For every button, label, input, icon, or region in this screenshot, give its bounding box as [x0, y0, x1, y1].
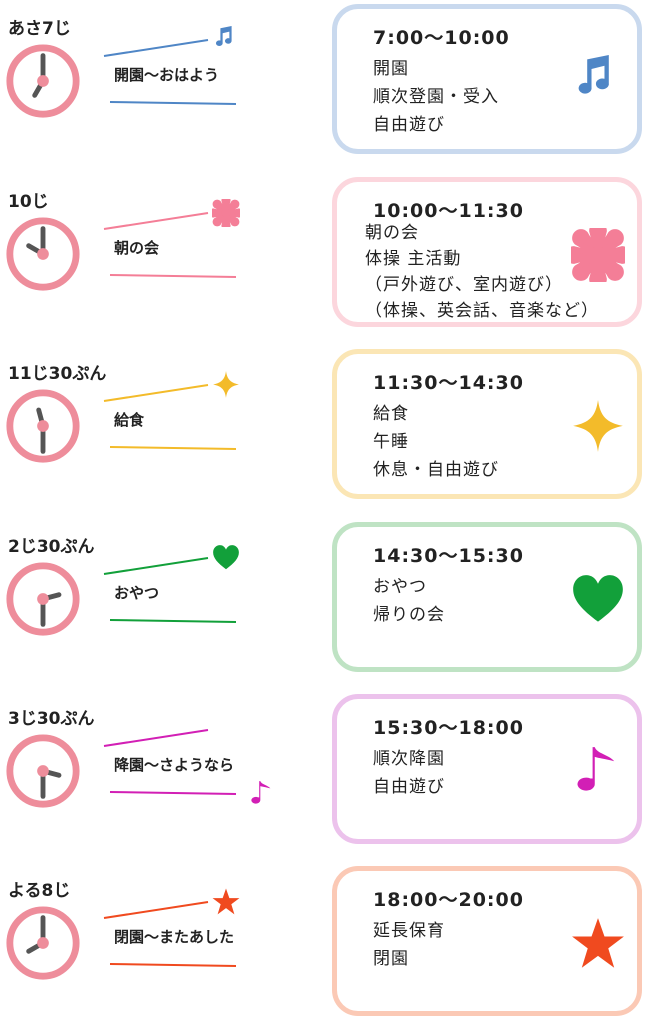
accent-lines	[103, 729, 237, 795]
activity-item: 午睡	[373, 432, 409, 452]
clock-icon	[6, 906, 80, 980]
flower-icon	[565, 222, 631, 288]
activity-list: 朝の会体操 主活動 （戸外遊び、室内遊び） （体操、英会話、音楽など）	[365, 220, 599, 324]
activity-list: おやつ帰りの会	[373, 573, 445, 629]
activity-caption: 開園〜おはよう	[114, 66, 220, 84]
accent-lines	[103, 39, 237, 105]
activity-item: （体操、英会話、音楽など）	[365, 301, 599, 321]
activity-caption: 給食	[114, 411, 145, 429]
activity-caption: 朝の会	[114, 239, 160, 257]
activity-list: 延長保育閉園	[373, 917, 445, 973]
activity-caption: 降園〜さようなら	[114, 756, 235, 774]
activity-item: 朝の会	[365, 223, 419, 243]
card-time-range: 7:00〜10:00	[373, 27, 510, 49]
clock-icon	[6, 217, 80, 291]
activity-item: 帰りの会	[373, 605, 445, 625]
activity-item: おやつ	[373, 577, 427, 597]
schedule-card: 15:30〜18:00 順次降園自由遊び	[332, 694, 642, 844]
schedule-row: よる8じ閉園〜またあした 18:00〜20:00 延長保育閉園	[0, 862, 649, 1034]
star-icon	[571, 917, 625, 975]
schedule-card: 11:30〜14:30 給食午睡休息・自由遊び	[332, 349, 642, 499]
schedule-row: 11じ30ぷん給食 11:30〜14:30 給食午睡休息・自由遊び	[0, 345, 649, 517]
time-label: あさ7じ	[8, 19, 71, 39]
time-label: 11じ30ぷん	[8, 364, 107, 384]
activity-caption: 閉園〜またあした	[114, 928, 235, 946]
clock-icon	[6, 44, 80, 118]
eighth-note-icon	[248, 780, 276, 812]
activity-list: 給食午睡休息・自由遊び	[373, 400, 499, 484]
clock-icon	[6, 734, 80, 808]
activity-item: 順次登園・受入	[373, 87, 499, 107]
activity-item: 自由遊び	[373, 115, 445, 135]
schedule-card: 7:00〜10:00 開園順次登園・受入自由遊び	[332, 4, 642, 154]
flower-icon	[209, 196, 243, 231]
activity-item: 開園	[373, 59, 409, 79]
card-time-range: 14:30〜15:30	[373, 545, 524, 567]
sparkle-icon	[571, 400, 625, 458]
time-label: 3じ30ぷん	[8, 709, 95, 729]
time-label: よる8じ	[8, 881, 71, 901]
schedule-row: 3じ30ぷん降園〜さようなら 15:30〜18:00 順次降園自由遊び	[0, 690, 649, 862]
activity-list: 順次降園自由遊び	[373, 745, 445, 801]
activity-item: 休息・自由遊び	[373, 460, 499, 480]
activity-item: 閉園	[373, 949, 409, 969]
schedule-card: 14:30〜15:30 おやつ帰りの会	[332, 522, 642, 672]
clock-icon	[6, 562, 80, 636]
schedule-row: あさ7じ開園〜おはよう 7:00〜10:00 開園順次登園・受入自由遊び	[0, 0, 649, 172]
activity-item: 給食	[373, 404, 409, 424]
schedule-card: 18:00〜20:00 延長保育閉園	[332, 866, 642, 1016]
music-note-icon	[212, 26, 240, 58]
time-label: 2じ30ぷん	[8, 537, 95, 557]
activity-caption: おやつ	[114, 584, 160, 602]
music-note-icon	[571, 55, 625, 113]
card-time-range: 11:30〜14:30	[373, 372, 524, 394]
activity-list: 開園順次登園・受入自由遊び	[373, 55, 499, 139]
star-icon	[212, 888, 240, 920]
activity-item: 自由遊び	[373, 777, 445, 797]
time-label: 10じ	[8, 192, 49, 212]
heart-icon	[571, 573, 625, 631]
activity-item: 体操 主活動	[365, 249, 462, 269]
schedule-row: 2じ30ぷんおやつ 14:30〜15:30 おやつ帰りの会	[0, 518, 649, 690]
accent-lines	[103, 901, 237, 967]
accent-lines	[103, 384, 237, 450]
card-time-range: 15:30〜18:00	[373, 717, 524, 739]
eighth-note-icon	[571, 745, 625, 803]
heart-icon	[212, 544, 240, 576]
sparkle-icon	[212, 371, 240, 403]
card-time-range: 10:00〜11:30	[373, 200, 524, 222]
accent-lines	[103, 212, 237, 278]
activity-item: 順次降園	[373, 749, 445, 769]
accent-lines	[103, 557, 237, 623]
activity-item: 延長保育	[373, 921, 445, 941]
card-time-range: 18:00〜20:00	[373, 889, 524, 911]
clock-icon	[6, 389, 80, 463]
activity-item: （戸外遊び、室内遊び）	[365, 275, 563, 295]
